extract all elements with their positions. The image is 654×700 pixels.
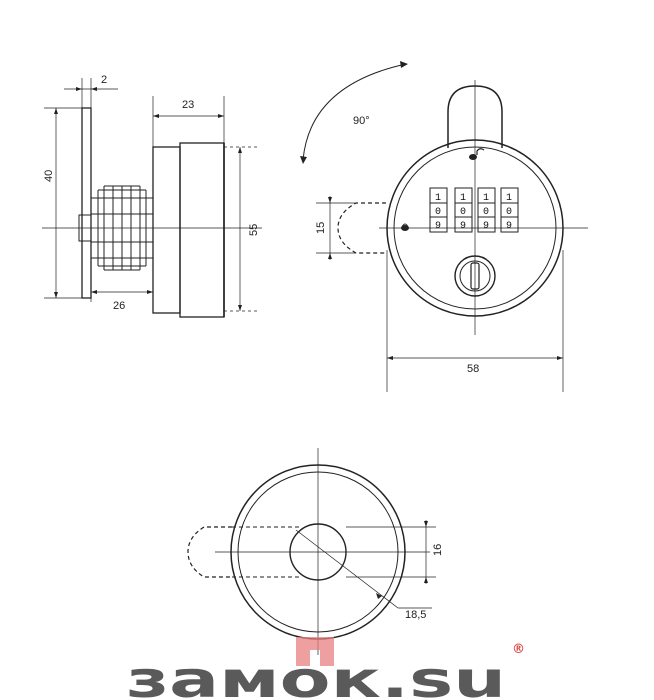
rotation-arc: [302, 63, 407, 161]
mounting-plate: [81, 107, 92, 299]
lock-body: [152, 146, 181, 314]
keyhole-slot: [470, 262, 480, 290]
cam-outline: [337, 202, 386, 254]
dim-body-depth: 23: [182, 99, 194, 111]
lock-face: [179, 142, 225, 318]
logo: замок.su ®: [126, 637, 525, 700]
dial-4-bottom: 9: [506, 221, 512, 232]
rear-view: [187, 448, 436, 655]
key-cylinder-inner: [459, 260, 491, 292]
dim-radius: 18,5: [405, 609, 426, 621]
dim-body-height: 55: [248, 224, 260, 236]
dial-2-bottom: 9: [460, 221, 466, 232]
radius-leader: [295, 529, 399, 609]
dim-cam-width: 15: [315, 222, 327, 234]
dial-4-mid: 0: [506, 207, 512, 218]
logo-registered-mark: ®: [512, 642, 525, 657]
dim-diameter: 58: [467, 363, 479, 375]
dim-plate-height: 40: [43, 170, 55, 182]
dial-1-bottom: 9: [435, 221, 441, 232]
rotation-label: 90°: [353, 115, 370, 127]
dial-digits: 1 0 9 1 0 9 1 0 9 1 0 9: [435, 193, 512, 232]
logo-lock-shape: [296, 637, 334, 666]
key-cylinder: [454, 255, 496, 297]
dial-1-mid: 0: [435, 207, 441, 218]
dim-plate-thickness: 2: [101, 74, 107, 86]
dim-shaft-length: 26: [113, 300, 125, 312]
logo-text: замок.su: [126, 651, 506, 700]
dial-windows: [429, 187, 519, 233]
dial-1-top: 1: [435, 193, 441, 204]
dial-3-top: 1: [483, 193, 489, 204]
dial-3-bottom: 9: [483, 221, 489, 232]
side-view: [42, 78, 262, 318]
dial-3-mid: 0: [483, 207, 489, 218]
side-arrows: [54, 87, 242, 311]
rear-cam-outline: [187, 526, 232, 578]
dial-2-top: 1: [460, 193, 466, 204]
front-arrows: [300, 61, 563, 360]
unlock-icon: [469, 148, 485, 160]
front-view: [302, 63, 588, 392]
dial-4-top: 1: [506, 193, 512, 204]
lock-dot-icon: [401, 223, 409, 231]
dial-2-mid: 0: [460, 207, 466, 218]
rear-arrows: [376, 521, 428, 599]
dim-rear-cam-width: 16: [432, 544, 444, 556]
